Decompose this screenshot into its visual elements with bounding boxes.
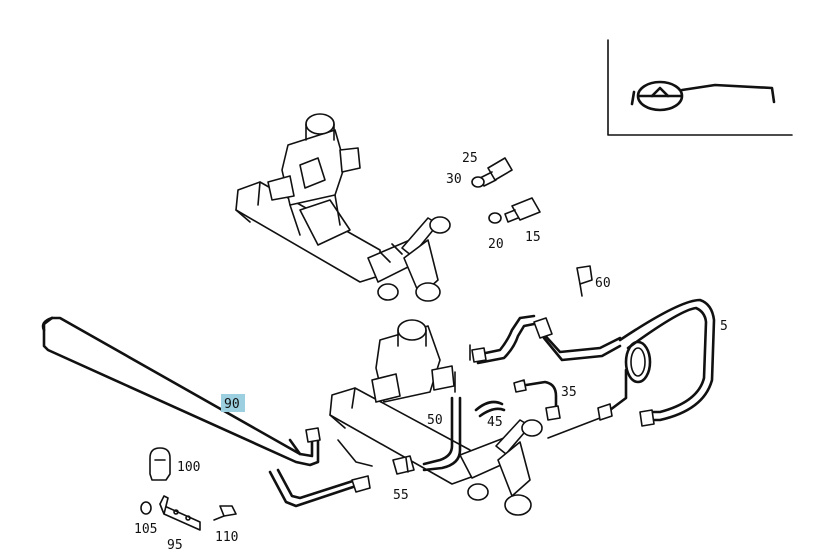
hose-45 bbox=[474, 400, 506, 418]
washer-105 bbox=[140, 501, 152, 515]
return-line-90 bbox=[41, 316, 371, 508]
callout-60: 60 bbox=[595, 276, 611, 291]
callout-20: 20 bbox=[488, 237, 504, 252]
callout-110: 110 bbox=[215, 530, 238, 545]
clamp-55 bbox=[392, 455, 415, 475]
callout-105: 105 bbox=[134, 522, 157, 537]
callout-35: 35 bbox=[561, 385, 577, 400]
callout-5: 5 bbox=[720, 319, 728, 334]
screw-110 bbox=[213, 505, 237, 521]
fitting-60 bbox=[576, 265, 593, 297]
washer-20 bbox=[488, 212, 502, 224]
steering-wheel-icon bbox=[630, 80, 776, 112]
callout-45: 45 bbox=[487, 415, 503, 430]
callout-30: 30 bbox=[446, 172, 462, 187]
inset-frame bbox=[607, 39, 793, 136]
pipe-35 bbox=[513, 379, 601, 439]
washer-30 bbox=[471, 176, 485, 188]
pressure-hose-5 bbox=[471, 298, 716, 427]
fitting-15 bbox=[504, 197, 541, 223]
callout-100: 100 bbox=[177, 460, 200, 475]
bracket-plate-95 bbox=[159, 495, 201, 531]
callout-55: 55 bbox=[393, 488, 409, 503]
callout-90-highlight bbox=[221, 394, 245, 412]
callout-90: 90 bbox=[224, 397, 240, 412]
fitting-25 bbox=[479, 157, 513, 187]
hose-50 bbox=[422, 396, 462, 472]
upper-steering-gear bbox=[235, 113, 451, 302]
callout-50: 50 bbox=[427, 413, 443, 428]
bracket-clip-100 bbox=[149, 447, 171, 481]
callout-15: 15 bbox=[525, 230, 541, 245]
callout-25: 25 bbox=[462, 151, 478, 166]
callout-95: 95 bbox=[167, 538, 183, 553]
